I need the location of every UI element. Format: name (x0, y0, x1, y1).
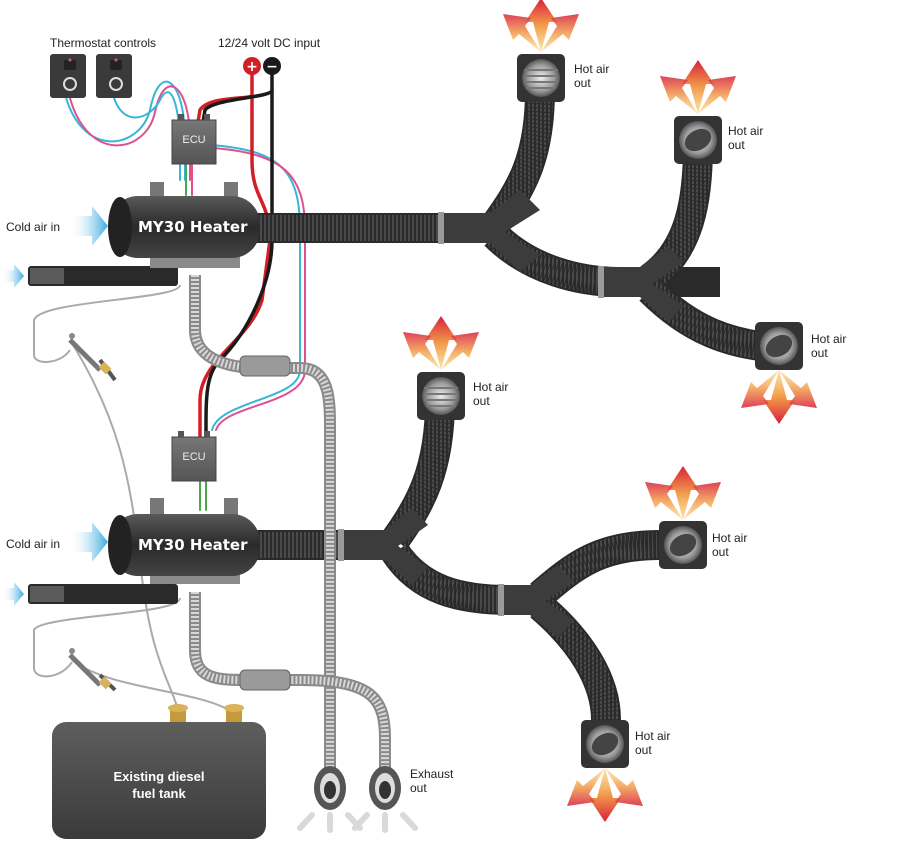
positive-symbol: + (246, 59, 258, 75)
heater-unit (108, 498, 260, 584)
dc-input-label: 12/24 volt DC input (218, 36, 321, 50)
cold-air-arrow (72, 206, 108, 246)
y-junction (338, 508, 428, 585)
fuel-pump-icon (68, 333, 112, 375)
heater-unit (108, 182, 260, 268)
cold-air-arrow (72, 522, 108, 562)
vent-icon (517, 54, 565, 102)
cold-air-in-label: Cold air in (6, 537, 61, 551)
hot-air-arrow (503, 0, 579, 52)
combustion-intake (28, 266, 178, 286)
hot-air-arrow (567, 768, 643, 822)
cold-air-arrow (4, 582, 24, 606)
ecu-label: ECU (182, 451, 206, 463)
hot-air-arrow (403, 316, 479, 370)
heater-label: MY30 Heater (138, 218, 248, 236)
lower-ducting (255, 399, 661, 721)
exhaust-pipes (189, 275, 391, 770)
fuel-pump-icon (68, 648, 112, 690)
thermostat-icon (96, 54, 132, 98)
hot-air-arrow (645, 466, 721, 520)
vent-icon (659, 521, 707, 569)
y-junction (598, 246, 684, 322)
vent-icon (581, 720, 629, 768)
ecu-label: ECU (182, 134, 206, 146)
exhaust-outlet-icon (297, 766, 363, 833)
hot-air-arrow (741, 370, 817, 424)
vent-icon (755, 322, 803, 370)
heater-label: MY30 Heater (138, 536, 248, 554)
thermostat-controls-label: Thermostat controls (50, 36, 157, 50)
combustion-intake (28, 584, 178, 604)
vent-icon (674, 116, 722, 164)
negative-terminal: − (263, 57, 281, 75)
y-junction (498, 565, 574, 638)
negative-symbol: − (266, 59, 278, 75)
exhaust-outlet-icon (352, 766, 418, 833)
thermostat-icon (50, 54, 86, 98)
y-junction (438, 190, 540, 272)
ecu-unit (171, 431, 217, 482)
cold-air-arrow (4, 264, 24, 288)
fuel-tank (52, 704, 266, 839)
ecu-unit (171, 114, 217, 165)
hot-air-arrow (660, 60, 736, 114)
cold-air-in-label: Cold air in (6, 220, 61, 234)
positive-terminal: + (243, 57, 261, 75)
vent-icon (417, 372, 465, 420)
